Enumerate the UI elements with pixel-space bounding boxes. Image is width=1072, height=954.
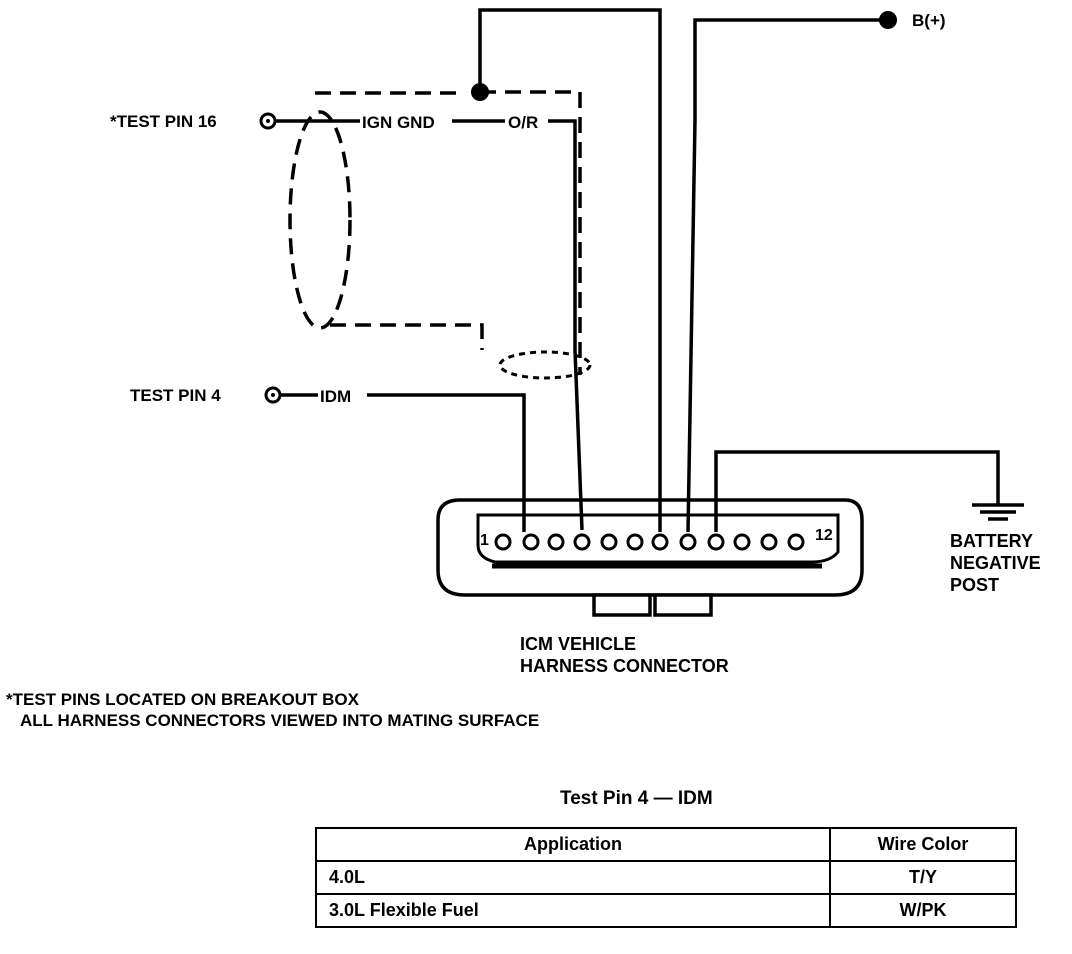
connector-pin-3	[547, 533, 565, 551]
idm-label: IDM	[320, 387, 351, 406]
table-header-row: Application Wire Color	[315, 827, 1017, 862]
wire-color-cell: T/Y	[829, 860, 1017, 895]
shield-drain-connector	[498, 350, 592, 380]
test-pin-16-label: *TEST PIN 16	[110, 112, 217, 131]
icm-connector-body	[436, 498, 864, 617]
test-pin-4-terminal	[264, 386, 282, 404]
header-wire-color: Wire Color	[829, 827, 1017, 862]
connector-pin-11	[760, 533, 778, 551]
connector-caption-line1: ICM VEHICLE	[520, 634, 636, 654]
connector-pin-7	[651, 533, 669, 551]
connector-pin-5	[600, 533, 618, 551]
connector-pin-1	[494, 533, 512, 551]
connector-pins	[494, 533, 805, 551]
ground-drain-wire	[478, 8, 662, 532]
connector-pin-2	[522, 533, 540, 551]
wire-color-cell: W/PK	[829, 893, 1017, 928]
connector-pin-12-label: 12	[815, 527, 833, 544]
splice-dot	[471, 83, 489, 101]
connector-pin-9	[707, 533, 725, 551]
or-wire	[548, 119, 584, 531]
table-title: Test Pin 4 — IDM	[560, 788, 713, 809]
connector-pin-1-label: 1	[480, 532, 489, 549]
battery-label: BATTERY	[950, 531, 1033, 551]
connector-pin-10	[733, 533, 751, 551]
negative-label: NEGATIVE	[950, 553, 1041, 573]
idm-wire	[367, 393, 526, 532]
table-row: 3.0L Flexible Fuel W/PK	[315, 893, 1017, 928]
header-application: Application	[315, 827, 831, 862]
b-plus-wire	[686, 18, 888, 533]
connector-pin-8	[679, 533, 697, 551]
b-plus-terminal	[879, 11, 897, 29]
connector-pin-4	[573, 533, 591, 551]
test-pin-16-terminal	[259, 112, 277, 130]
breakout-box-note: *TEST PINS LOCATED ON BREAKOUT BOX	[6, 690, 359, 709]
test-pin-4-label: TEST PIN 4	[130, 386, 221, 405]
connector-pin-12	[787, 533, 805, 551]
connector-pin-6	[626, 533, 644, 551]
wires	[274, 8, 1000, 533]
shield-outline	[288, 90, 582, 375]
post-label: POST	[950, 575, 999, 595]
mating-surface-note: ALL HARNESS CONNECTORS VIEWED INTO MATIN…	[20, 711, 540, 730]
connector-caption-line2: HARNESS CONNECTOR	[520, 656, 729, 676]
application-cell: 3.0L Flexible Fuel	[315, 893, 831, 928]
table-row: 4.0L T/Y	[315, 860, 1017, 895]
or-wire-label: O/R	[508, 113, 538, 132]
b-plus-label: B(+)	[912, 11, 946, 30]
battery-ground-wire	[714, 450, 1000, 532]
application-cell: 4.0L	[315, 860, 831, 895]
ground-symbol-icon	[972, 503, 1024, 521]
wire-color-table: Application Wire Color 4.0L T/Y 3.0L Fle…	[315, 827, 1017, 928]
ign-gnd-label: IGN GND	[362, 113, 435, 132]
